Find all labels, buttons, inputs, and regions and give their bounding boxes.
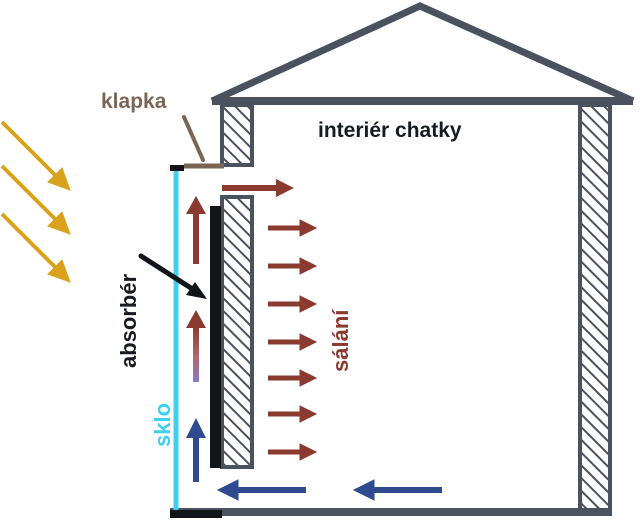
warm-air-outflow-arrow <box>222 179 294 197</box>
absorber-plate <box>210 206 221 468</box>
label-flap: klapka <box>101 90 167 113</box>
roof <box>210 2 635 105</box>
right-wall <box>578 103 612 512</box>
sun-ray <box>0 164 71 235</box>
cold-air-return-arrow <box>352 479 442 501</box>
left-wall-lower <box>220 195 254 469</box>
sun-ray <box>0 212 71 283</box>
label-absorber: absorbér <box>116 273 141 368</box>
radiation-arrow <box>268 257 318 275</box>
radiation-arrow <box>268 219 318 237</box>
flap-pointer <box>182 115 205 162</box>
cold-air-return-arrows <box>216 479 442 501</box>
radiation-arrow <box>268 443 318 461</box>
sun-rays <box>0 120 71 283</box>
warm-air-up-arrows <box>186 196 206 382</box>
radiation-arrow <box>268 405 318 423</box>
radiation-arrow <box>268 333 318 351</box>
cold-air-return-arrow <box>216 479 306 501</box>
warm-air-up-arrow <box>186 196 206 264</box>
absorber-pointer-arrow <box>138 253 207 299</box>
radiation-arrow <box>268 369 318 387</box>
radiation-arrow <box>268 295 318 313</box>
left-wall-upper <box>220 103 254 167</box>
label-interior: interiér chatky <box>318 119 462 142</box>
radiation-arrows <box>268 219 318 461</box>
sun-ray <box>0 120 71 191</box>
warm-air-up-arrow <box>186 310 206 382</box>
cold-air-up-arrow <box>186 418 206 482</box>
label-radiation: sálání <box>328 309 353 372</box>
label-glass: sklo <box>150 403 175 447</box>
